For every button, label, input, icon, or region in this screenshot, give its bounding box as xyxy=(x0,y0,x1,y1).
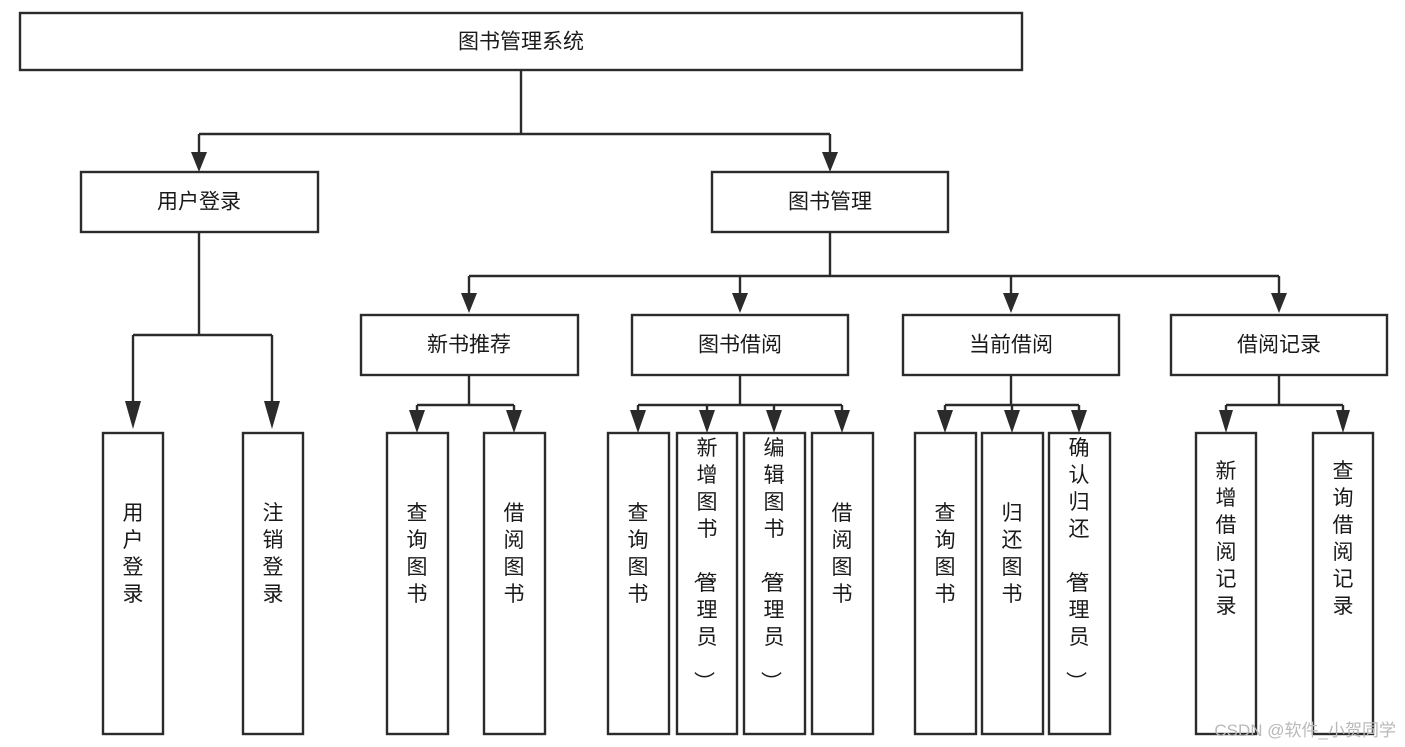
node-user-login-label: 用户登录 xyxy=(157,191,241,214)
node-leaf-borrow-book-2-box[interactable] xyxy=(810,431,875,736)
node-borrow-record[interactable]: 借阅记录 xyxy=(1169,313,1389,377)
node-leaf-query-record[interactable]: 查询借阅记录 xyxy=(1311,431,1375,736)
node-leaf-confirm-return-label: 确认归还（管理员） xyxy=(1064,437,1090,692)
node-leaf-confirm-return[interactable]: 确认归还（管理员） xyxy=(1047,431,1112,736)
node-leaf-add-book-box[interactable] xyxy=(675,431,739,736)
node-leaf-edit-book-label: 编辑图书（管理员） xyxy=(759,437,785,692)
arrow-head-current-borrow xyxy=(1003,293,1019,313)
node-new-book-recommend[interactable]: 新书推荐 xyxy=(359,313,580,377)
node-leaf-edit-book-box[interactable] xyxy=(742,431,807,736)
node-leaf-add-record-label: 新增借阅记录 xyxy=(1216,460,1237,618)
node-leaf-query-record-label: 查询借阅记录 xyxy=(1333,460,1354,618)
node-leaf-query-book-2-label: 查询图书 xyxy=(628,502,649,606)
node-leaf-borrow-book-2-label: 借阅图书 xyxy=(832,502,853,606)
node-leaf-query-book-1[interactable]: 查询图书 xyxy=(385,431,450,736)
node-leaf-query-record-box[interactable] xyxy=(1311,431,1375,736)
node-leaf-return-book[interactable]: 归还图书 xyxy=(980,431,1045,736)
arrow-head-leaf-query-book-3 xyxy=(937,410,953,433)
node-leaf-borrow-book-2[interactable]: 借阅图书 xyxy=(810,431,875,736)
node-user-login-box[interactable] xyxy=(79,170,320,234)
node-leaf-query-book-3-label: 查询图书 xyxy=(935,502,956,606)
node-leaf-borrow-book-1[interactable]: 借阅图书 xyxy=(482,431,547,736)
arrow-head-leaf-borrow-book-2 xyxy=(834,410,850,433)
arrow-head-book-manage xyxy=(822,152,838,172)
node-leaf-add-record-box[interactable] xyxy=(1194,431,1258,736)
node-leaf-return-book-label: 归还图书 xyxy=(1002,502,1023,606)
node-root-box[interactable] xyxy=(18,11,1024,72)
arrow-head-leaf-query-record xyxy=(1336,410,1350,433)
arrow-head-leaf-borrow-book-1 xyxy=(506,410,522,433)
node-leaf-user-login-label: 用户登录 xyxy=(123,502,144,606)
arrow-head-leaf-logout xyxy=(264,401,280,429)
connector-layer xyxy=(125,70,1350,433)
node-leaf-logout[interactable]: 注销登录 xyxy=(241,431,305,736)
node-leaf-user-login[interactable]: 用户登录 xyxy=(101,431,165,736)
node-leaf-borrow-book-1-label: 借阅图书 xyxy=(504,502,525,606)
node-current-borrow-box[interactable] xyxy=(901,313,1121,377)
node-book-borrow-label: 图书借阅 xyxy=(698,334,782,357)
node-leaf-add-book-label: 新增图书（管理员） xyxy=(692,437,718,692)
arrow-head-leaf-return-book xyxy=(1004,410,1020,433)
arrow-head-leaf-edit-book xyxy=(766,410,782,433)
node-new-book-recommend-box[interactable] xyxy=(359,313,580,377)
csdn-watermark: CSDN @软件_小贺同学 xyxy=(1214,721,1396,740)
node-leaf-return-book-box[interactable] xyxy=(980,431,1045,736)
node-leaf-user-login-box[interactable] xyxy=(101,431,165,736)
node-leaf-query-book-1-label: 查询图书 xyxy=(407,502,428,606)
node-book-borrow-box[interactable] xyxy=(630,313,850,377)
node-current-borrow-label: 当前借阅 xyxy=(969,334,1053,357)
node-leaf-query-book-1-box[interactable] xyxy=(385,431,450,736)
node-leaf-query-book-2-box[interactable] xyxy=(606,431,671,736)
node-book-manage-box[interactable] xyxy=(710,170,950,234)
arrow-head-user-login xyxy=(191,152,207,172)
arrow-head-borrow-record xyxy=(1271,293,1287,313)
node-leaf-logout-label: 注销登录 xyxy=(263,502,284,606)
node-root[interactable]: 图书管理系统 xyxy=(18,11,1024,72)
node-book-borrow[interactable]: 图书借阅 xyxy=(630,313,850,377)
node-leaf-add-record[interactable]: 新增借阅记录 xyxy=(1194,431,1258,736)
node-leaf-borrow-book-1-box[interactable] xyxy=(482,431,547,736)
arrow-head-leaf-add-record xyxy=(1219,410,1233,433)
node-current-borrow[interactable]: 当前借阅 xyxy=(901,313,1121,377)
node-borrow-record-label: 借阅记录 xyxy=(1237,334,1321,357)
node-book-manage-label: 图书管理 xyxy=(788,191,872,214)
node-leaf-confirm-return-box[interactable] xyxy=(1047,431,1112,736)
arrow-head-leaf-query-book-2 xyxy=(630,410,646,433)
node-leaf-query-book-2[interactable]: 查询图书 xyxy=(606,431,671,736)
node-leaf-query-book-3-box[interactable] xyxy=(913,431,978,736)
node-user-login[interactable]: 用户登录 xyxy=(79,170,320,234)
node-borrow-record-box[interactable] xyxy=(1169,313,1389,377)
node-leaf-edit-book[interactable]: 编辑图书（管理员） xyxy=(742,431,807,736)
node-leaf-logout-box[interactable] xyxy=(241,431,305,736)
node-leaf-query-book-3[interactable]: 查询图书 xyxy=(913,431,978,736)
node-root-label: 图书管理系统 xyxy=(458,31,584,54)
arrow-head-book-borrow xyxy=(732,293,748,313)
arrow-head-leaf-user-login xyxy=(125,401,141,429)
arrow-head-leaf-add-book xyxy=(699,410,715,433)
arrow-head-new-book-recommend xyxy=(461,293,477,313)
node-new-book-recommend-label: 新书推荐 xyxy=(427,334,511,357)
arrow-head-leaf-confirm-return xyxy=(1071,410,1087,433)
node-leaf-add-book[interactable]: 新增图书（管理员） xyxy=(675,431,739,736)
arrow-head-leaf-query-book-1 xyxy=(409,410,425,433)
node-book-manage[interactable]: 图书管理 xyxy=(710,170,950,234)
